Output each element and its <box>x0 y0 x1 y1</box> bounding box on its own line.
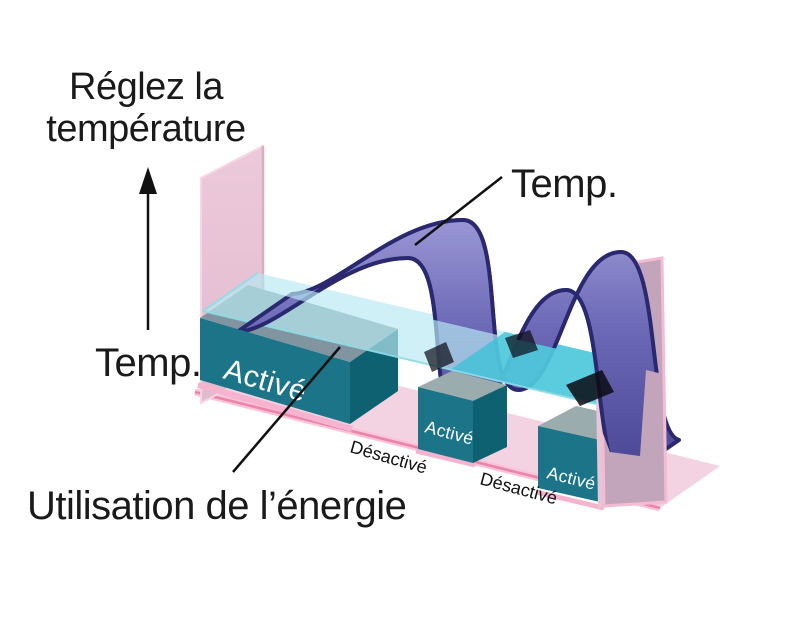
energy-leader-line <box>232 346 341 473</box>
block-2-side <box>473 385 507 463</box>
temp-leader-line <box>414 176 503 246</box>
ribbon-shadow-3 <box>424 342 454 372</box>
block-2-top <box>418 371 507 401</box>
block-2-front <box>418 387 473 463</box>
block-1-glow <box>197 382 353 432</box>
axis-title-line2: température <box>46 108 245 150</box>
block-1-front <box>200 318 350 424</box>
block-3-front <box>538 426 600 502</box>
ribbon-shadow-2 <box>505 330 538 358</box>
temp-label-top: Temp. <box>511 162 617 206</box>
block-2-glow <box>415 448 476 468</box>
setpoint-plane-left-edge <box>202 272 259 312</box>
up-arrow-icon <box>139 167 157 194</box>
temperature-axis <box>139 167 157 330</box>
ribbon-shadow-1 <box>566 370 614 406</box>
block-3-glow <box>535 489 605 511</box>
setpoint-plane-front-edge <box>202 310 601 406</box>
energy-usage-label: Utilisation de l’énergie <box>27 484 406 528</box>
axis-title-line1: Réglez la <box>69 66 224 108</box>
energy-block-2: Activé <box>415 371 507 468</box>
temp-label-left: Temp. <box>95 341 201 385</box>
